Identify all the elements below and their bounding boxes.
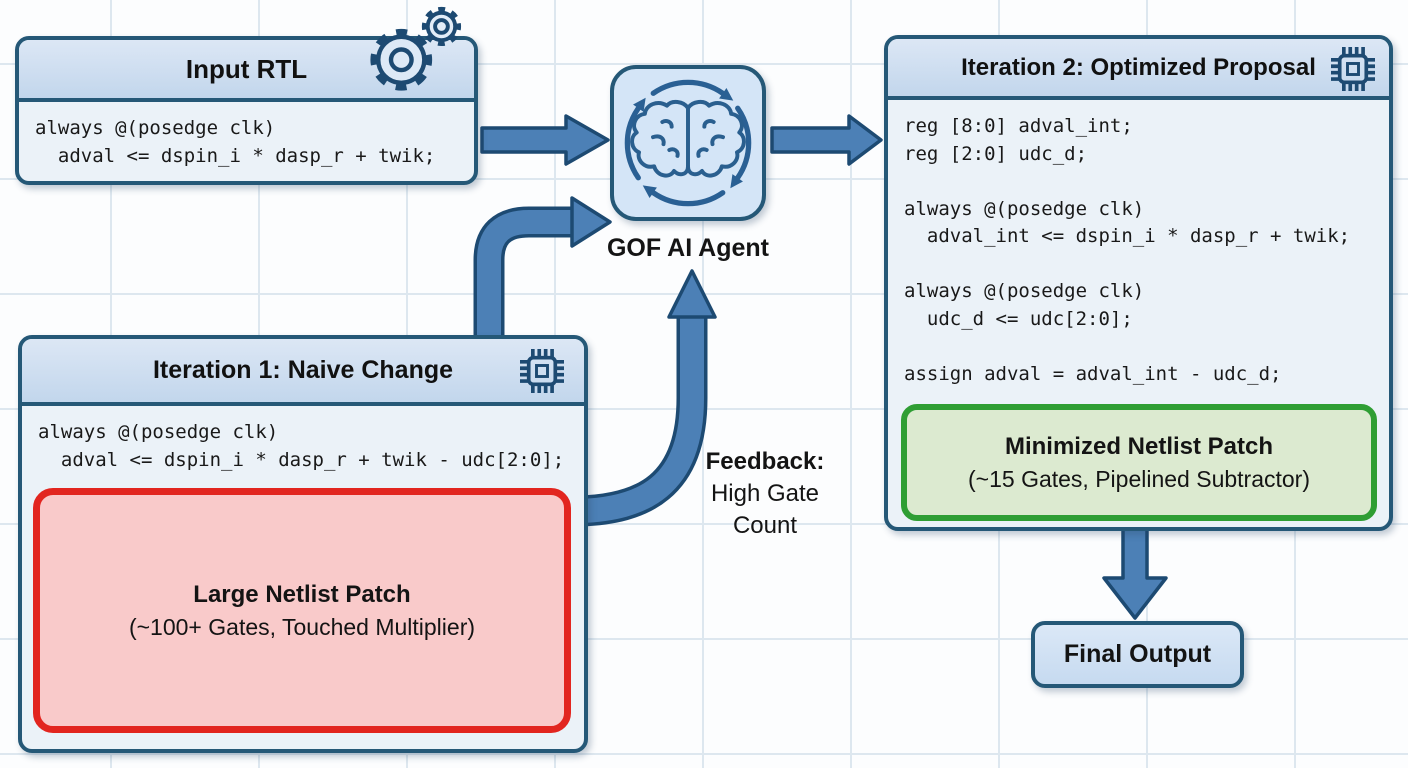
iteration1-code: always @(posedge clk) adval <= dspin_i *…: [38, 421, 565, 471]
large-patch-title: Large Netlist Patch: [193, 580, 411, 608]
arrow-feedback-to-agent: [579, 269, 717, 527]
iteration2-header: Iteration 2: Optimized Proposal: [888, 39, 1389, 100]
input-rtl-code: always @(posedge clk) adval <= dspin_i *…: [35, 117, 436, 167]
feedback-label: Feedback: High Gate Count: [690, 446, 840, 542]
iteration2-code: reg [8:0] adval_int; reg [2:0] udc_d; al…: [904, 115, 1351, 385]
feedback-line1: Feedback:: [705, 448, 825, 475]
arrow-agent-to-iteration2: [770, 114, 883, 166]
large-patch-subtitle: (~100+ Gates, Touched Multiplier): [128, 613, 476, 640]
arrow-iteration1-to-agent: [473, 196, 612, 350]
chip-icon: [1331, 47, 1375, 91]
input-rtl-title: Input RTL: [185, 53, 308, 84]
large-patch-box: Large Netlist Patch (~100+ Gates, Touche…: [33, 488, 571, 733]
minimized-patch-box: Minimized Netlist Patch (~15 Gates, Pipe…: [901, 404, 1377, 521]
gear-small: [421, 6, 462, 47]
cycle-arrowheads: [633, 88, 743, 198]
final-output-box: Final Output: [1031, 621, 1244, 688]
cycle-arrows: [624, 79, 752, 207]
ai-agent-box: [610, 65, 766, 221]
iteration1-title: Iteration 1: Naive Change: [152, 356, 454, 384]
ai-agent-label: GOF AI Agent: [606, 234, 770, 262]
feedback-line3: Count: [732, 512, 798, 539]
brain-cycle-icon: [624, 79, 752, 207]
final-output-label: Final Output: [1063, 640, 1212, 668]
arrow-iteration2-to-final: [1102, 522, 1168, 620]
brain-glyph: [630, 100, 746, 178]
iteration1-header: Iteration 1: Naive Change: [22, 339, 584, 406]
iteration2-title: Iteration 2: Optimized Proposal: [961, 53, 1316, 81]
chip-icon: [520, 349, 564, 393]
arrow-input-to-agent: [480, 114, 610, 166]
gear-large: [370, 28, 433, 91]
feedback-line2: High Gate: [710, 480, 820, 507]
gears-icon: [370, 6, 462, 91]
minimized-patch-subtitle: (~15 Gates, Pipelined Subtractor): [968, 465, 1310, 492]
minimized-patch-title: Minimized Netlist Patch: [1004, 432, 1274, 460]
